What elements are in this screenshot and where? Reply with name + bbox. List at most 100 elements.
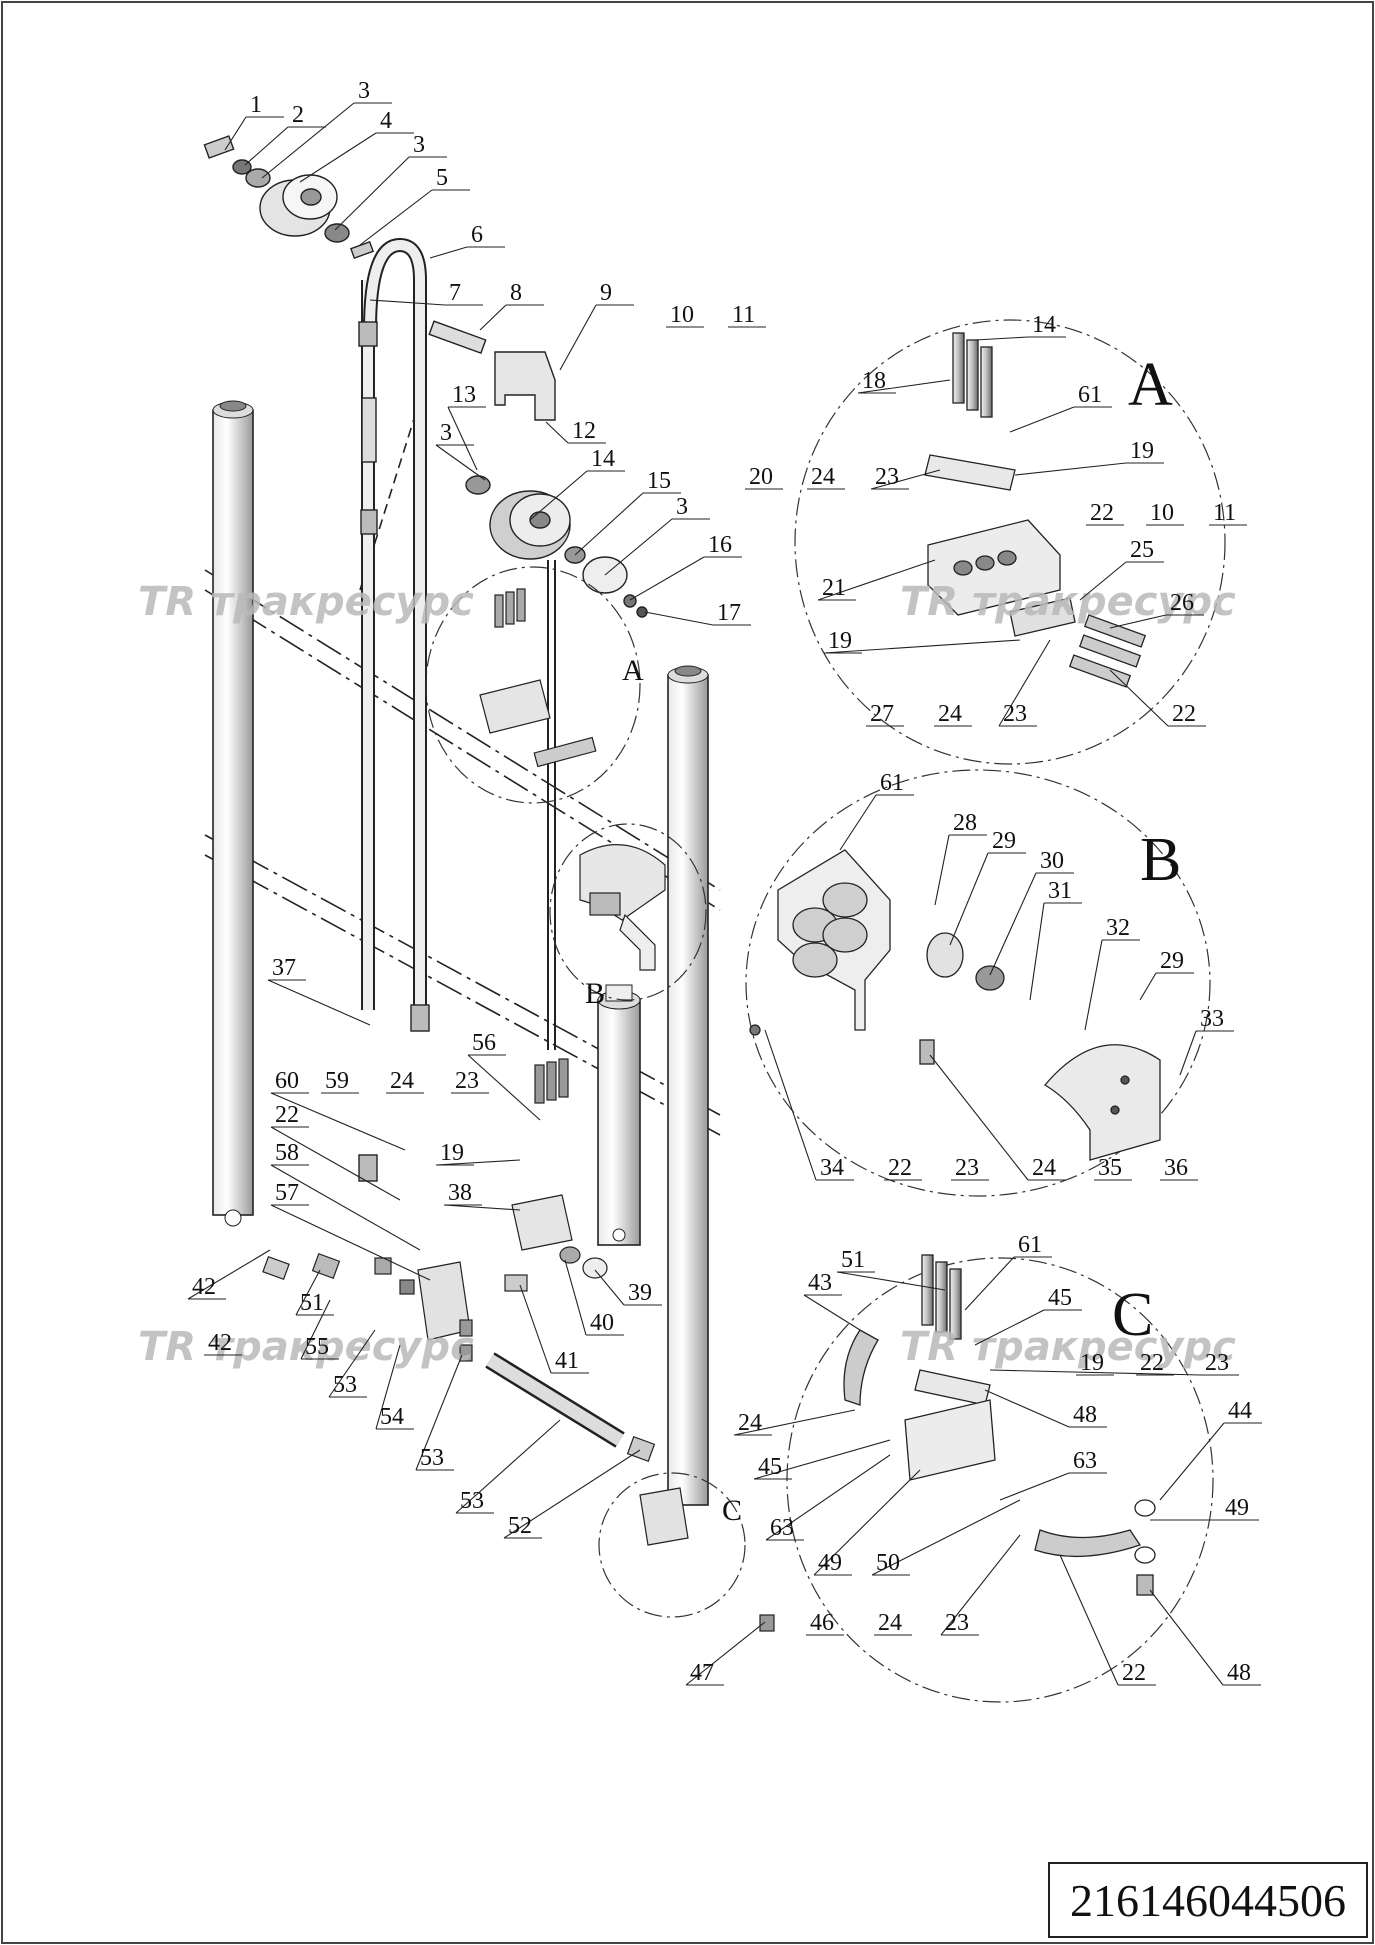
leader-line [870, 469, 941, 490]
leader-line [1159, 1422, 1225, 1501]
leader-line [334, 156, 410, 231]
leader-line [429, 246, 468, 259]
part-number-label: 48 [1227, 1660, 1251, 1686]
leader-line [529, 470, 588, 521]
part-number-label: 10 [670, 302, 694, 328]
part-number-label: 24 [390, 1068, 414, 1094]
leader-line [519, 1284, 552, 1374]
leader-line [369, 299, 446, 306]
part-number-label: 21 [822, 575, 846, 601]
leader-line [753, 1439, 891, 1480]
leader-line [594, 1269, 625, 1306]
hoses [358, 237, 625, 1448]
part-number-label: 22 [1140, 1350, 1164, 1376]
leader-line [839, 794, 877, 851]
leader-line [244, 126, 289, 166]
leader-line [1014, 462, 1127, 476]
leader-line [685, 1621, 766, 1686]
part-number-label: 39 [628, 1280, 652, 1306]
part-number-label: 24 [738, 1410, 762, 1436]
leader-line [564, 1259, 587, 1336]
leader-lines [187, 102, 1262, 1686]
leader-line [817, 559, 936, 601]
leader-line [644, 611, 714, 626]
part-number-label: 49 [818, 1550, 842, 1576]
leader-line [1029, 902, 1045, 1001]
leader-line [375, 1344, 401, 1430]
leader-line [823, 639, 1021, 654]
leader-line [836, 1271, 946, 1291]
part-number-label: 34 [820, 1155, 844, 1181]
part-number-label: 22 [275, 1102, 299, 1128]
part-number-label: 53 [460, 1488, 484, 1514]
valve-group-lower [262, 1058, 775, 1632]
leader-line [871, 1499, 1021, 1576]
part-number-label: 63 [770, 1515, 794, 1541]
leader-line [629, 556, 705, 601]
leader-line [359, 189, 433, 246]
leader-line [1179, 1030, 1197, 1076]
part-number-label: 23 [455, 1068, 479, 1094]
part-number-label: 38 [448, 1180, 472, 1206]
leader-line [934, 834, 950, 906]
part-number-label: 63 [1073, 1448, 1097, 1474]
part-number-label: 19 [1080, 1350, 1104, 1376]
part-number-label: 22 [888, 1155, 912, 1181]
part-number-label: 53 [420, 1445, 444, 1471]
part-number-label: 20 [749, 464, 773, 490]
part-number-label: 46 [810, 1610, 834, 1636]
leader-line [447, 406, 478, 471]
leader-line [929, 1054, 1029, 1181]
leader-line [1079, 561, 1127, 601]
leader-line [857, 379, 951, 394]
part-number-label: 14 [1032, 312, 1056, 338]
part-number-label: 23 [955, 1155, 979, 1181]
part-number-label: 42 [192, 1274, 216, 1300]
watermark-text: тракресурс [210, 1324, 474, 1370]
part-number-label: 3 [413, 132, 425, 158]
leader-line [261, 102, 355, 179]
part-number-label: 9 [600, 280, 612, 306]
leader-line [998, 639, 1051, 727]
part-number-label: 22 [1122, 1660, 1146, 1686]
leader-line [435, 1159, 521, 1166]
leader-line [974, 336, 1029, 341]
part-number-label: 56 [472, 1030, 496, 1056]
part-number-label: 52 [508, 1513, 532, 1539]
part-number-label: 61 [1018, 1232, 1042, 1258]
part-number-label: 35 [1098, 1155, 1122, 1181]
part-number-label: 2 [292, 102, 304, 128]
leader-line [764, 1029, 817, 1181]
leader-line [733, 1409, 856, 1436]
part-number-label: 17 [717, 600, 741, 626]
leader-line [479, 304, 507, 331]
part-number-label: 44 [1228, 1398, 1252, 1424]
leader-line [224, 116, 247, 151]
watermark-logo: TR [900, 579, 958, 625]
leader-line [415, 1354, 463, 1471]
leader-line [267, 979, 371, 1026]
detail-A [794, 319, 1226, 765]
leader-line [940, 1534, 1021, 1636]
leader-line [974, 1309, 1045, 1346]
leader-line [1149, 1589, 1224, 1686]
detail-callout-C: C [1112, 1281, 1153, 1349]
part-number-label: 3 [440, 420, 452, 446]
part-number-label: 19 [1130, 438, 1154, 464]
part-number-label: 45 [758, 1454, 782, 1480]
leader-line [989, 1369, 1202, 1376]
leader-line [270, 1126, 401, 1201]
part-number-label: 22 [1172, 701, 1196, 727]
part-number-label: 5 [436, 165, 448, 191]
part-number-label: 45 [1048, 1285, 1072, 1311]
part-number-label: 3 [358, 78, 370, 104]
leader-line [989, 872, 1037, 976]
part-number-label: 3 [676, 494, 688, 520]
leader-line [187, 1249, 271, 1300]
part-number-label: 1 [250, 92, 262, 118]
leader-line [503, 1449, 641, 1539]
leader-line [299, 132, 377, 183]
